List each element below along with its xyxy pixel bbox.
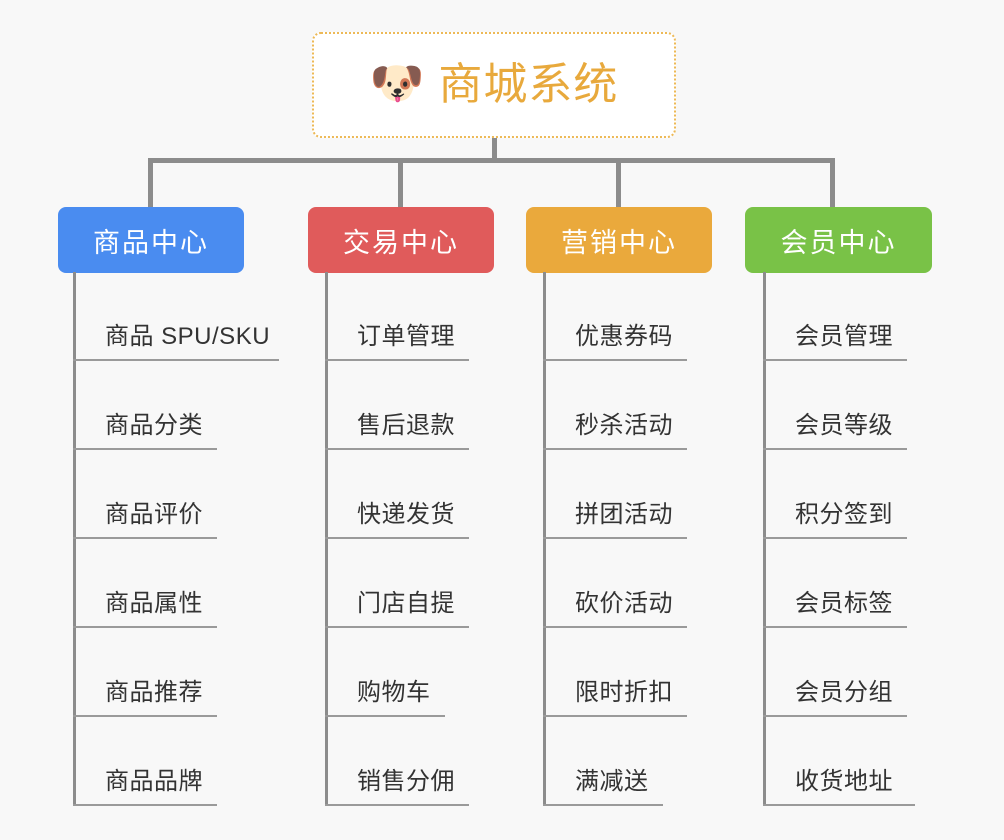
leaf-item[interactable]: 商品品牌: [73, 717, 217, 806]
leaf-item[interactable]: 会员管理: [763, 272, 907, 361]
leaf-item[interactable]: 商品 SPU/SKU: [73, 272, 279, 361]
leaf-item[interactable]: 积分签到: [763, 450, 907, 539]
leaf-underline: [325, 715, 445, 717]
leaf-item[interactable]: 会员标签: [763, 539, 907, 628]
leaf-underline: [543, 715, 687, 717]
leaf-underline: [763, 804, 915, 806]
leaf-label: 商品推荐: [105, 679, 203, 706]
root-title: 商城系统: [438, 60, 619, 109]
leaf-item[interactable]: 门店自提: [325, 539, 469, 628]
leaf-underline: [73, 448, 217, 450]
leaf-item[interactable]: 收货地址: [763, 717, 915, 806]
leaf-item[interactable]: 商品推荐: [73, 628, 217, 717]
leaf-underline: [325, 804, 469, 806]
leaf-label: 商品属性: [105, 590, 203, 617]
leaf-label: 秒杀活动: [575, 412, 673, 439]
leaf-underline: [543, 448, 687, 450]
connector-root-stem: [492, 138, 497, 162]
category-label: 商品中心: [93, 227, 209, 258]
leaf-label: 积分签到: [795, 501, 893, 528]
leaf-item[interactable]: 砍价活动: [543, 539, 687, 628]
leaf-label: 拼团活动: [575, 501, 673, 528]
leaf-underline: [763, 359, 907, 361]
leaf-underline: [73, 804, 217, 806]
connector-drop-col-4: [830, 158, 835, 208]
leaf-label: 门店自提: [357, 590, 455, 617]
leaf-underline: [543, 626, 687, 628]
connector-drop-col-3: [616, 158, 621, 208]
leaf-underline: [763, 448, 907, 450]
leaf-underline: [763, 537, 907, 539]
leaf-label: 优惠券码: [575, 323, 673, 350]
leaf-underline: [763, 626, 907, 628]
leaf-underline: [763, 715, 907, 717]
leaf-label: 商品品牌: [105, 768, 203, 795]
leaf-label: 会员等级: [795, 412, 893, 439]
leaf-underline: [73, 359, 279, 361]
leaf-label: 销售分佣: [357, 768, 455, 795]
leaf-item[interactable]: 商品评价: [73, 450, 217, 539]
connector-horizontal-bus: [148, 158, 834, 163]
leaf-item[interactable]: 限时折扣: [543, 628, 687, 717]
leaf-label: 购物车: [357, 679, 431, 706]
root-node[interactable]: 🐶 商城系统: [312, 32, 676, 138]
leaf-item[interactable]: 售后退款: [325, 361, 469, 450]
leaf-underline: [543, 804, 663, 806]
leaf-underline: [73, 626, 217, 628]
leaf-underline: [325, 626, 469, 628]
leaf-item[interactable]: 秒杀活动: [543, 361, 687, 450]
leaf-underline: [543, 359, 687, 361]
leaf-label: 售后退款: [357, 412, 455, 439]
leaf-item[interactable]: 商品属性: [73, 539, 217, 628]
connector-drop-col-2: [398, 158, 403, 208]
leaf-underline: [543, 537, 687, 539]
leaf-label: 会员管理: [795, 323, 893, 350]
leaf-underline: [325, 359, 469, 361]
leaf-item[interactable]: 商品分类: [73, 361, 217, 450]
shiba-dog-face-icon: 🐶: [369, 59, 425, 108]
leaf-item[interactable]: 订单管理: [325, 272, 469, 361]
leaf-spine: [543, 272, 546, 806]
leaf-label: 会员分组: [795, 679, 893, 706]
leaf-label: 订单管理: [357, 323, 455, 350]
leaf-underline: [73, 715, 217, 717]
category-header-product-center[interactable]: 商品中心: [58, 207, 244, 273]
leaf-item[interactable]: 会员分组: [763, 628, 907, 717]
connector-drop-col-1: [148, 158, 153, 208]
leaf-item[interactable]: 快递发货: [325, 450, 469, 539]
leaf-spine: [73, 272, 76, 806]
category-label: 交易中心: [343, 227, 459, 258]
leaf-item[interactable]: 优惠券码: [543, 272, 687, 361]
leaf-item[interactable]: 购物车: [325, 628, 445, 717]
leaf-label: 商品评价: [105, 501, 203, 528]
leaf-spine: [763, 272, 766, 806]
leaf-label: 砍价活动: [575, 590, 673, 617]
category-header-member-center[interactable]: 会员中心: [745, 207, 932, 273]
leaf-label: 限时折扣: [575, 679, 673, 706]
leaf-underline: [325, 537, 469, 539]
leaf-underline: [73, 537, 217, 539]
category-header-marketing-center[interactable]: 营销中心: [526, 207, 712, 273]
leaf-label: 快递发货: [357, 501, 455, 528]
leaf-label: 商品 SPU/SKU: [105, 323, 271, 350]
category-header-trade-center[interactable]: 交易中心: [308, 207, 494, 273]
leaf-item[interactable]: 销售分佣: [325, 717, 469, 806]
leaf-spine: [325, 272, 328, 806]
leaf-item[interactable]: 满减送: [543, 717, 663, 806]
leaf-underline: [325, 448, 469, 450]
leaf-label: 满减送: [575, 768, 649, 795]
leaf-label: 收货地址: [795, 768, 893, 795]
leaf-label: 商品分类: [105, 412, 203, 439]
category-label: 会员中心: [780, 227, 897, 258]
leaf-item[interactable]: 会员等级: [763, 361, 907, 450]
category-label: 营销中心: [561, 227, 677, 258]
leaf-label: 会员标签: [795, 590, 893, 617]
leaf-item[interactable]: 拼团活动: [543, 450, 687, 539]
